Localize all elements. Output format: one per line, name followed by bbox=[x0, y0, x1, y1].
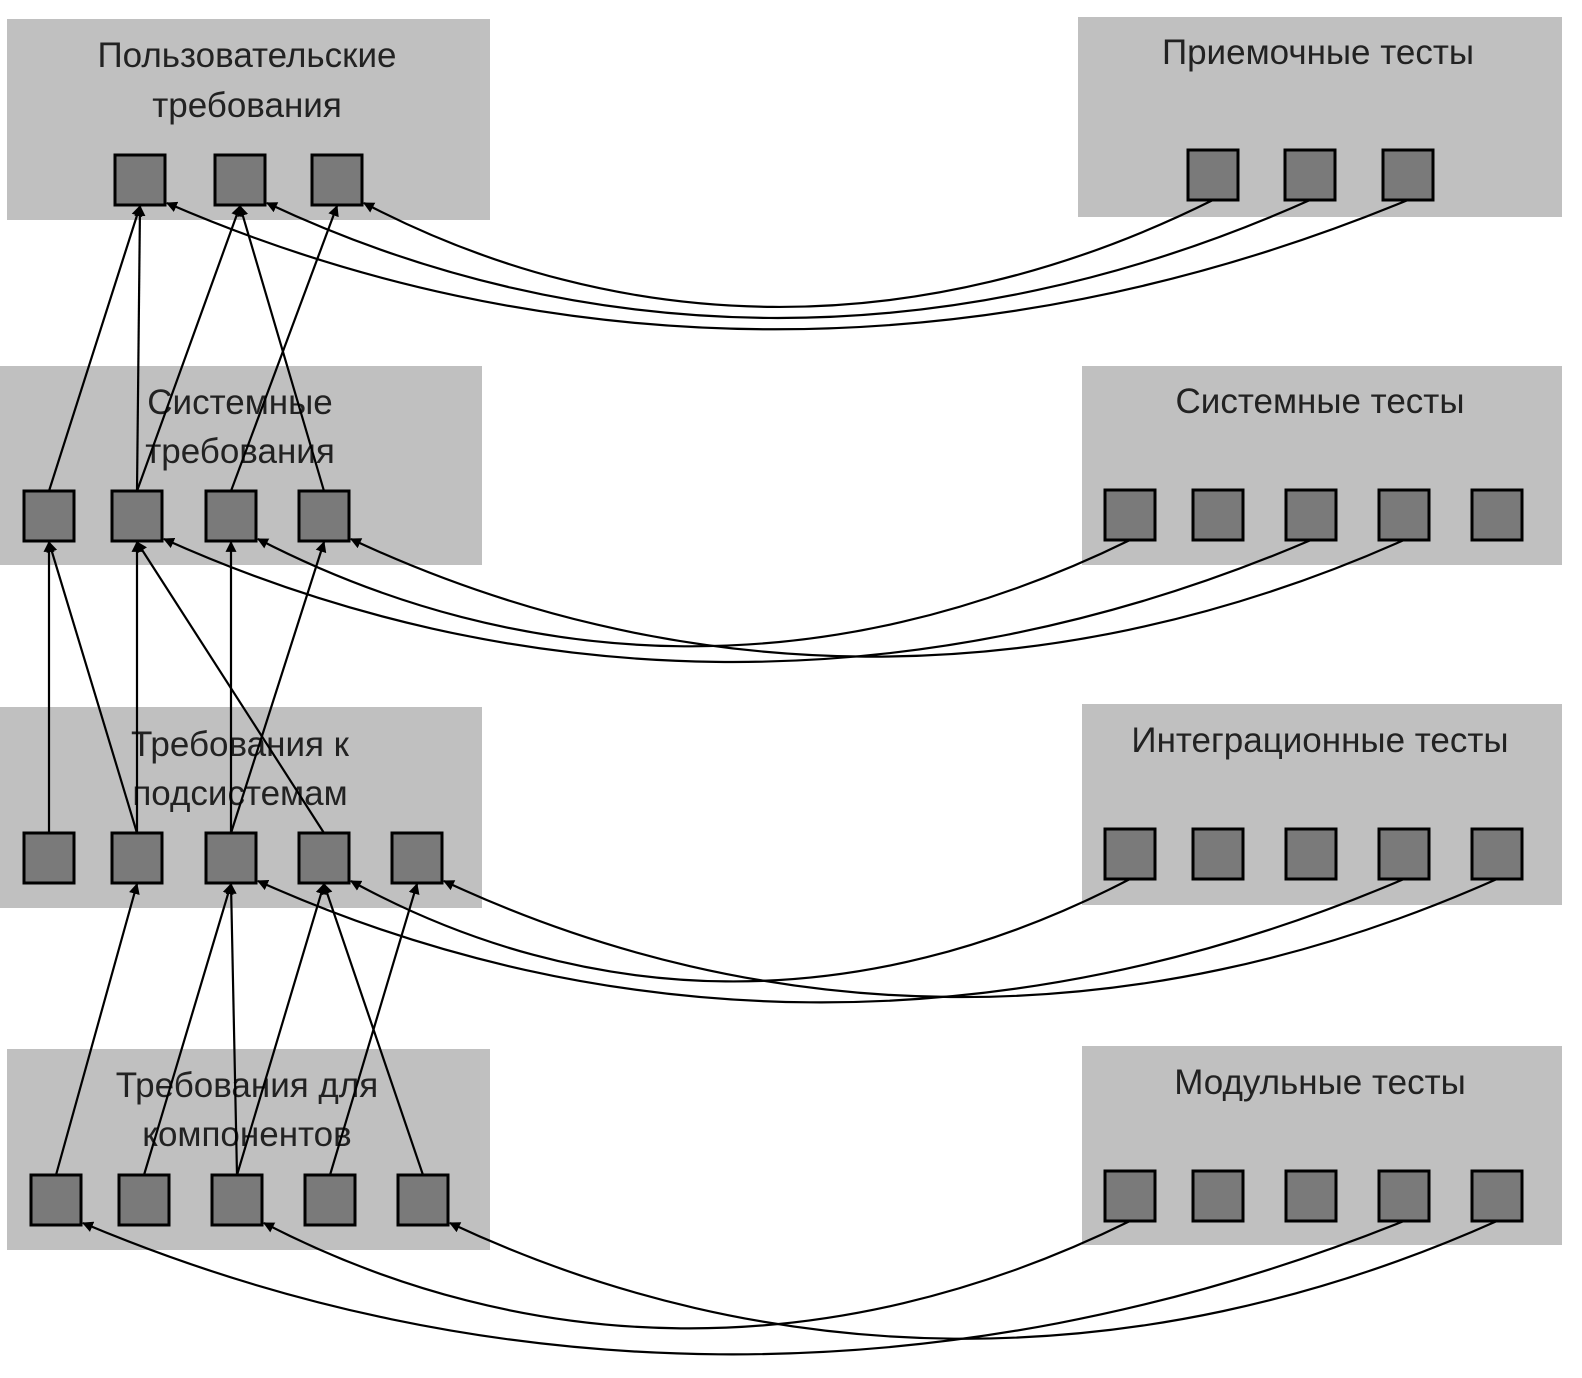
test-link-arrow bbox=[266, 198, 1311, 320]
component-req-element-box bbox=[210, 1173, 264, 1227]
trace-link-arrow bbox=[229, 540, 327, 834]
test-link-arrow bbox=[363, 199, 1214, 308]
test-link-arrow bbox=[81, 1219, 1405, 1356]
system-req-element-box bbox=[110, 489, 164, 543]
test-link-arrow bbox=[256, 877, 1405, 1004]
panel-title: Интеграционные тесты bbox=[1131, 721, 1508, 760]
system-tests-element-box bbox=[1284, 488, 1338, 542]
panel-title: Приемочные тесты bbox=[1162, 33, 1474, 72]
panel-title-line: Системные bbox=[147, 383, 332, 422]
panel-title: Модульные тесты bbox=[1174, 1063, 1466, 1102]
unit-tests-element-box bbox=[1377, 1169, 1431, 1223]
system-req-element-box bbox=[204, 489, 258, 543]
panel-title-line: Требования к bbox=[131, 725, 350, 764]
element-boxes bbox=[22, 148, 1524, 1227]
system-tests-element-box bbox=[1377, 488, 1431, 542]
panel-title-line: требования bbox=[152, 86, 342, 125]
panel-system-requirements: Системные требования bbox=[0, 366, 482, 565]
test-link-arrow bbox=[350, 538, 1405, 658]
test-link-arrow bbox=[449, 1219, 1498, 1340]
user-req-element-box bbox=[213, 153, 267, 207]
trace-link-arrow bbox=[225, 882, 239, 1176]
unit-tests-element-box bbox=[1191, 1169, 1245, 1223]
panel-title: Системные тесты bbox=[1176, 382, 1465, 421]
subsystem-req-element-box bbox=[110, 831, 164, 885]
integration-tests-element-box bbox=[1284, 827, 1338, 881]
system-tests-element-box bbox=[1470, 488, 1524, 542]
test-link-arrow bbox=[350, 878, 1131, 983]
component-req-element-box bbox=[396, 1173, 450, 1227]
test-link-arrow bbox=[257, 538, 1131, 648]
panel-title-line: компонентов bbox=[142, 1115, 351, 1154]
test-link-arrow bbox=[165, 198, 1409, 331]
integration-tests-element-box bbox=[1377, 827, 1431, 881]
trace-link-arrow bbox=[47, 204, 143, 492]
unit-tests-element-box bbox=[1103, 1169, 1157, 1223]
component-req-element-box bbox=[117, 1173, 171, 1227]
trace-links bbox=[43, 198, 1498, 1356]
subsystem-req-element-box bbox=[204, 831, 258, 885]
trace-link-arrow bbox=[142, 882, 234, 1176]
integration-tests-element-box bbox=[1470, 827, 1524, 881]
trace-link-arrow bbox=[134, 204, 146, 492]
trace-link-arrow bbox=[46, 540, 139, 834]
system-req-element-box bbox=[22, 489, 76, 543]
test-link-arrow bbox=[263, 1220, 1131, 1330]
integration-tests-element-box bbox=[1191, 827, 1245, 881]
component-req-element-box bbox=[303, 1173, 357, 1227]
user-req-element-box bbox=[113, 153, 167, 207]
acceptance-tests-element-box bbox=[1283, 148, 1337, 202]
acceptance-tests-element-box bbox=[1381, 148, 1435, 202]
user-req-element-box bbox=[310, 153, 364, 207]
trace-link-arrow bbox=[135, 204, 242, 492]
trace-link-arrow bbox=[136, 541, 325, 834]
component-req-element-box bbox=[29, 1173, 83, 1227]
trace-link-arrow bbox=[229, 204, 339, 492]
system-tests-element-box bbox=[1103, 488, 1157, 542]
system-tests-element-box bbox=[1191, 488, 1245, 542]
subsystem-req-element-box bbox=[22, 831, 76, 885]
unit-tests-element-box bbox=[1470, 1169, 1524, 1223]
test-link-arrow bbox=[162, 537, 1312, 664]
subsystem-req-element-box bbox=[390, 831, 444, 885]
trace-link-arrow bbox=[321, 882, 425, 1176]
trace-link-arrow bbox=[237, 204, 326, 492]
test-link-arrow bbox=[443, 877, 1498, 999]
unit-tests-element-box bbox=[1284, 1169, 1338, 1223]
subsystem-req-element-box bbox=[297, 831, 351, 885]
integration-tests-element-box bbox=[1103, 827, 1157, 881]
system-req-element-box bbox=[297, 489, 351, 543]
acceptance-tests-element-box bbox=[1186, 148, 1240, 202]
panel-title-line: Требования для bbox=[116, 1066, 378, 1105]
panel-title-line: Пользовательские bbox=[98, 36, 397, 75]
trace-link-arrow bbox=[54, 882, 140, 1176]
panel-subsystem-requirements: Требования к подсистемам bbox=[0, 707, 482, 908]
trace-link-arrow bbox=[235, 882, 327, 1176]
